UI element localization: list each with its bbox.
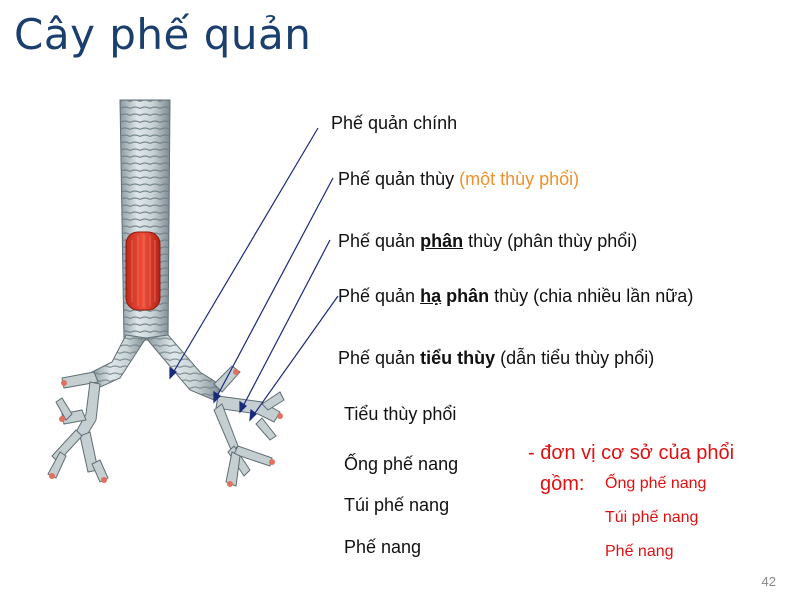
note-item-alveolus: Phế nang — [605, 543, 674, 560]
right-bronchial-branches — [145, 334, 285, 487]
segmental-bold: phân — [420, 231, 464, 251]
lobular-prefix: Phế quản — [338, 348, 416, 368]
lobular-suffix: (dẫn tiểu thùy phổi) — [500, 348, 655, 368]
slide-title: Cây phế quản — [14, 10, 312, 59]
label-main-bronchus: Phế quản chính — [331, 113, 458, 133]
label-alveolar-sac: Túi phế nang — [344, 495, 450, 515]
lobar-note: (một thùy phổi) — [459, 169, 580, 189]
subsegmental-bold-2: phân — [446, 286, 490, 306]
trachea — [119, 99, 171, 341]
segmental-suffix: thùy (phân thùy phổi) — [468, 231, 638, 251]
label-alveolus: Phế nang — [344, 537, 422, 557]
subsegmental-bold-1: hạ — [420, 286, 442, 306]
pointer-arrows — [169, 127, 339, 422]
label-segmental-bronchus: Phế quản phân thùy (phân thùy phổi) — [338, 231, 637, 252]
left-bronchial-branches — [47, 334, 147, 483]
lobar-text: Phế quản thùy — [338, 169, 455, 189]
note-item-alveolar-duct: Ống phế nang — [605, 475, 707, 492]
label-lobar-bronchus: Phế quản thùy (một thùy phổi) — [338, 169, 579, 190]
segmental-prefix: Phế quản — [338, 231, 416, 251]
label-lobule: Tiểu thùy phổi — [344, 404, 457, 424]
lobular-bold: tiểu thùy — [420, 348, 496, 368]
note-line-1: - đơn vị cơ sở của phổi — [528, 442, 735, 464]
subsegmental-prefix: Phế quản — [338, 286, 416, 306]
label-lobular-bronchus: Phế quản tiểu thùy (dẫn tiểu thùy phổi) — [338, 348, 654, 369]
page-number: 42 — [761, 574, 776, 589]
subsegmental-suffix: thùy (chia nhiều lần nữa) — [494, 286, 694, 306]
label-alveolar-duct: Ống phế nang — [344, 454, 459, 474]
label-subsegmental-bronchus: Phế quản hạ phân thùy (chia nhiều lần nữ… — [338, 286, 693, 307]
note-item-alveolar-sac: Túi phế nang — [605, 509, 699, 526]
note-line-2: gồm: — [540, 473, 585, 495]
